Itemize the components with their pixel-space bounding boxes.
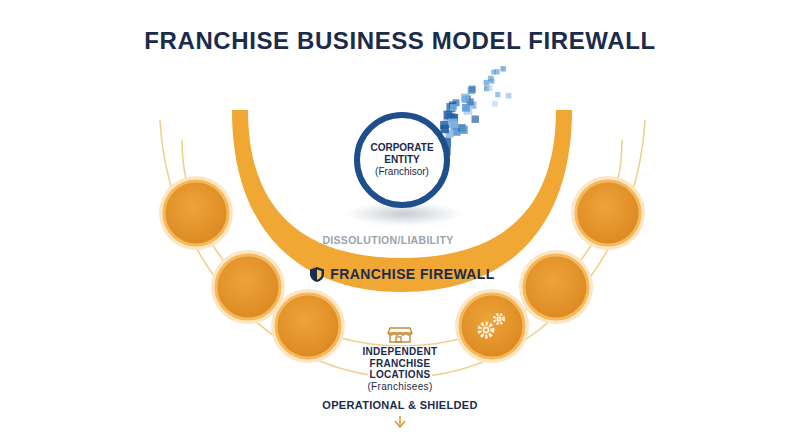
node-text-box: CORPORATE ENTITY(Franchisor) xyxy=(362,120,442,200)
pixel-square xyxy=(492,101,498,107)
pixel-square xyxy=(491,70,496,75)
shield-shape xyxy=(310,267,324,282)
location-orb xyxy=(216,255,280,319)
gears-icon xyxy=(480,315,504,337)
pixel-square xyxy=(471,115,478,122)
pixel-square xyxy=(487,85,493,91)
pixel-square xyxy=(450,104,457,111)
pixel-square xyxy=(506,93,512,99)
orb-halo xyxy=(519,250,593,324)
pixel-square xyxy=(500,66,505,71)
location-orb xyxy=(524,255,588,319)
shield-highlight xyxy=(317,269,322,279)
pixel-square xyxy=(460,126,468,134)
node-subtext: (Franchisor) xyxy=(375,166,429,178)
orb-halo xyxy=(159,176,233,250)
pixel-square xyxy=(468,86,476,94)
pixel-square xyxy=(462,104,470,112)
down-arrow xyxy=(395,416,405,427)
firewall-band-fill xyxy=(232,110,572,292)
orb-halo xyxy=(571,176,645,250)
orb-halo xyxy=(455,289,529,363)
circle-ring xyxy=(357,115,447,205)
outer-arc xyxy=(160,120,645,377)
title: FRANCHISE BUSINESS MODEL FIREWALL xyxy=(0,27,800,55)
pixel-square xyxy=(484,80,490,86)
location-orb xyxy=(276,294,340,358)
pixel-square xyxy=(448,119,458,129)
franchisee-subtext: (Franchisees) xyxy=(352,381,448,393)
location-orb xyxy=(576,181,640,245)
node-text-box: FRANCHISE FIREWALL xyxy=(222,263,582,285)
dissolution-label: DISSOLUTION/LIABILITY xyxy=(300,234,476,246)
corporate-circle: CORPORATE ENTITY(Franchisor) xyxy=(352,110,452,210)
status-label: OPERATIONAL & SHIELDED xyxy=(270,399,530,412)
pixel-square xyxy=(461,94,469,102)
orb-halo xyxy=(271,289,345,363)
node-heading: CORPORATE ENTITY xyxy=(362,142,442,166)
pixel-square xyxy=(489,79,494,84)
pixel-square xyxy=(444,111,453,120)
franchisee-heading: INDEPENDENT FRANCHISE LOCATIONS xyxy=(352,346,448,381)
band-label: FRANCHISE FIREWALL xyxy=(330,266,494,283)
location-orb xyxy=(460,294,524,358)
pixel-square xyxy=(469,86,476,93)
shield-icon xyxy=(309,266,325,283)
store-icon xyxy=(388,328,412,342)
location-orb xyxy=(164,181,228,245)
pixel-square xyxy=(495,92,500,97)
pixel-square xyxy=(440,125,448,133)
